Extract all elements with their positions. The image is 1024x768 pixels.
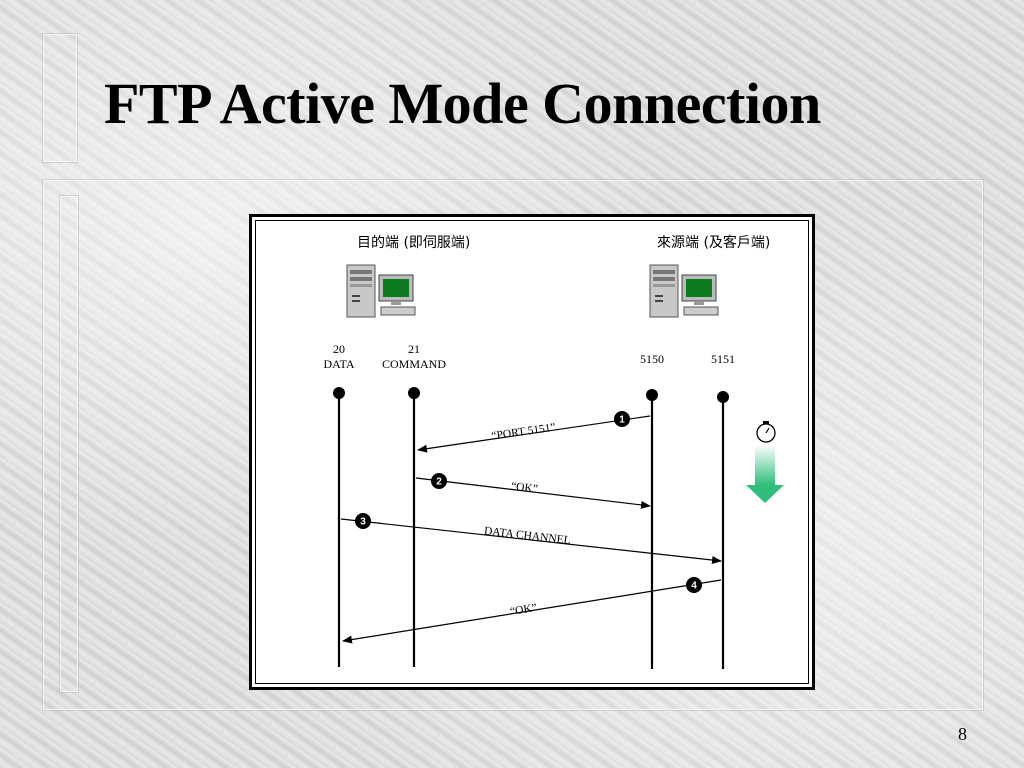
- diagram-inner-border: [255, 220, 809, 684]
- svg-text:3: 3: [360, 517, 366, 528]
- port-5150-label: 5150: [640, 352, 664, 366]
- server-computer-icon: [346, 264, 416, 318]
- endpoint-port-5150: [646, 389, 658, 401]
- svg-text:2: 2: [436, 477, 442, 488]
- slide-title: FTP Active Mode Connection: [104, 71, 821, 136]
- message-2-label: “OK”: [510, 480, 538, 495]
- page-number: 8: [958, 724, 967, 744]
- step-1-badge: 1: [614, 411, 630, 427]
- stopwatch-icon: [756, 421, 776, 443]
- message-4-arrow: [342, 579, 722, 644]
- content-left-bracket: [60, 196, 78, 692]
- time-direction-arrow-icon: [746, 445, 784, 503]
- message-2-arrow: [415, 477, 651, 509]
- message-4-label: “OK”: [509, 602, 537, 618]
- lifeline-endpoints: [333, 387, 729, 403]
- port-21-name: COMMAND: [382, 357, 446, 371]
- endpoint-port-20: [333, 387, 345, 399]
- svg-text:4: 4: [691, 581, 697, 592]
- port-20-name: DATA: [323, 357, 354, 371]
- message-1-label: “PORT 5151”: [491, 422, 557, 443]
- lifelines: [337, 394, 725, 669]
- step-4-badge: 4: [686, 577, 702, 593]
- message-1-arrow: [417, 415, 651, 453]
- port-20-number: 20: [333, 342, 345, 356]
- content-border: [43, 180, 983, 710]
- server-side-label: 目的端 (即伺服端): [357, 235, 470, 251]
- message-3-arrow: [340, 518, 722, 564]
- endpoint-port-21: [408, 387, 420, 399]
- client-computer-icon: [649, 264, 719, 318]
- sequence-diagram-svg: 目的端 (即伺服端) 來源端 (及客戶端): [323, 234, 784, 669]
- message-3-label: DATA CHANNEL: [483, 525, 571, 547]
- endpoint-port-5151: [717, 391, 729, 403]
- client-side-label: 來源端 (及客戶端): [657, 234, 770, 251]
- ftp-diagram: 目的端 (即伺服端) 來源端 (及客戶端): [249, 214, 815, 690]
- step-2-badge: 2: [431, 473, 447, 489]
- step-3-badge: 3: [355, 513, 371, 529]
- title-left-bracket: [43, 34, 77, 162]
- port-21-number: 21: [408, 342, 420, 356]
- port-5151-label: 5151: [711, 352, 735, 366]
- svg-text:1: 1: [619, 415, 625, 426]
